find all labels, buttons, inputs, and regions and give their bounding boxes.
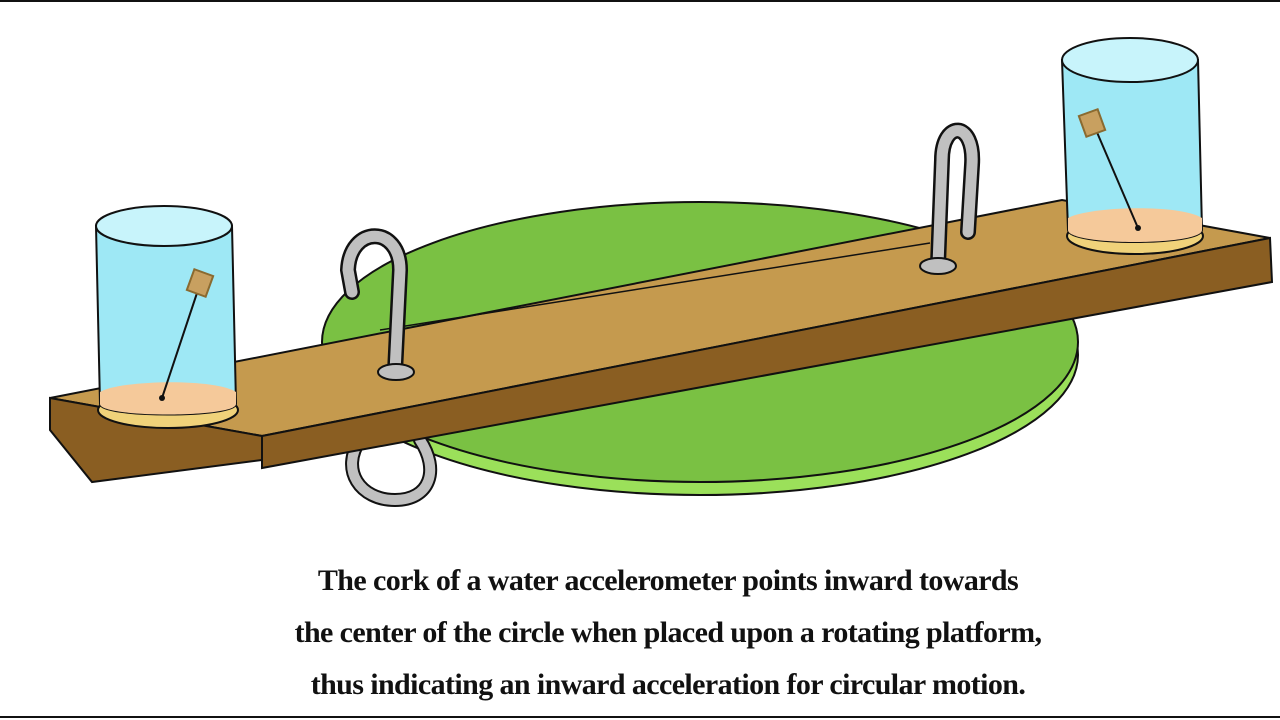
- clip-left-upper: [339, 228, 415, 381]
- right-cork: [1077, 107, 1107, 139]
- left-accelerometer-jar: [94, 205, 239, 429]
- wooden-plank: [49, 198, 1274, 484]
- caption-line-1: The cork of a water accelerometer points…: [317, 564, 1019, 597]
- clip-left-lower: [345, 433, 438, 508]
- caption-line-3: thus indicating an inward acceleration f…: [310, 668, 1026, 701]
- right-accelerometer-jar: [1060, 37, 1204, 255]
- clip-right: [919, 122, 981, 275]
- caption-line-2: the center of the circle when placed upo…: [294, 616, 1042, 649]
- left-cork: [185, 267, 215, 299]
